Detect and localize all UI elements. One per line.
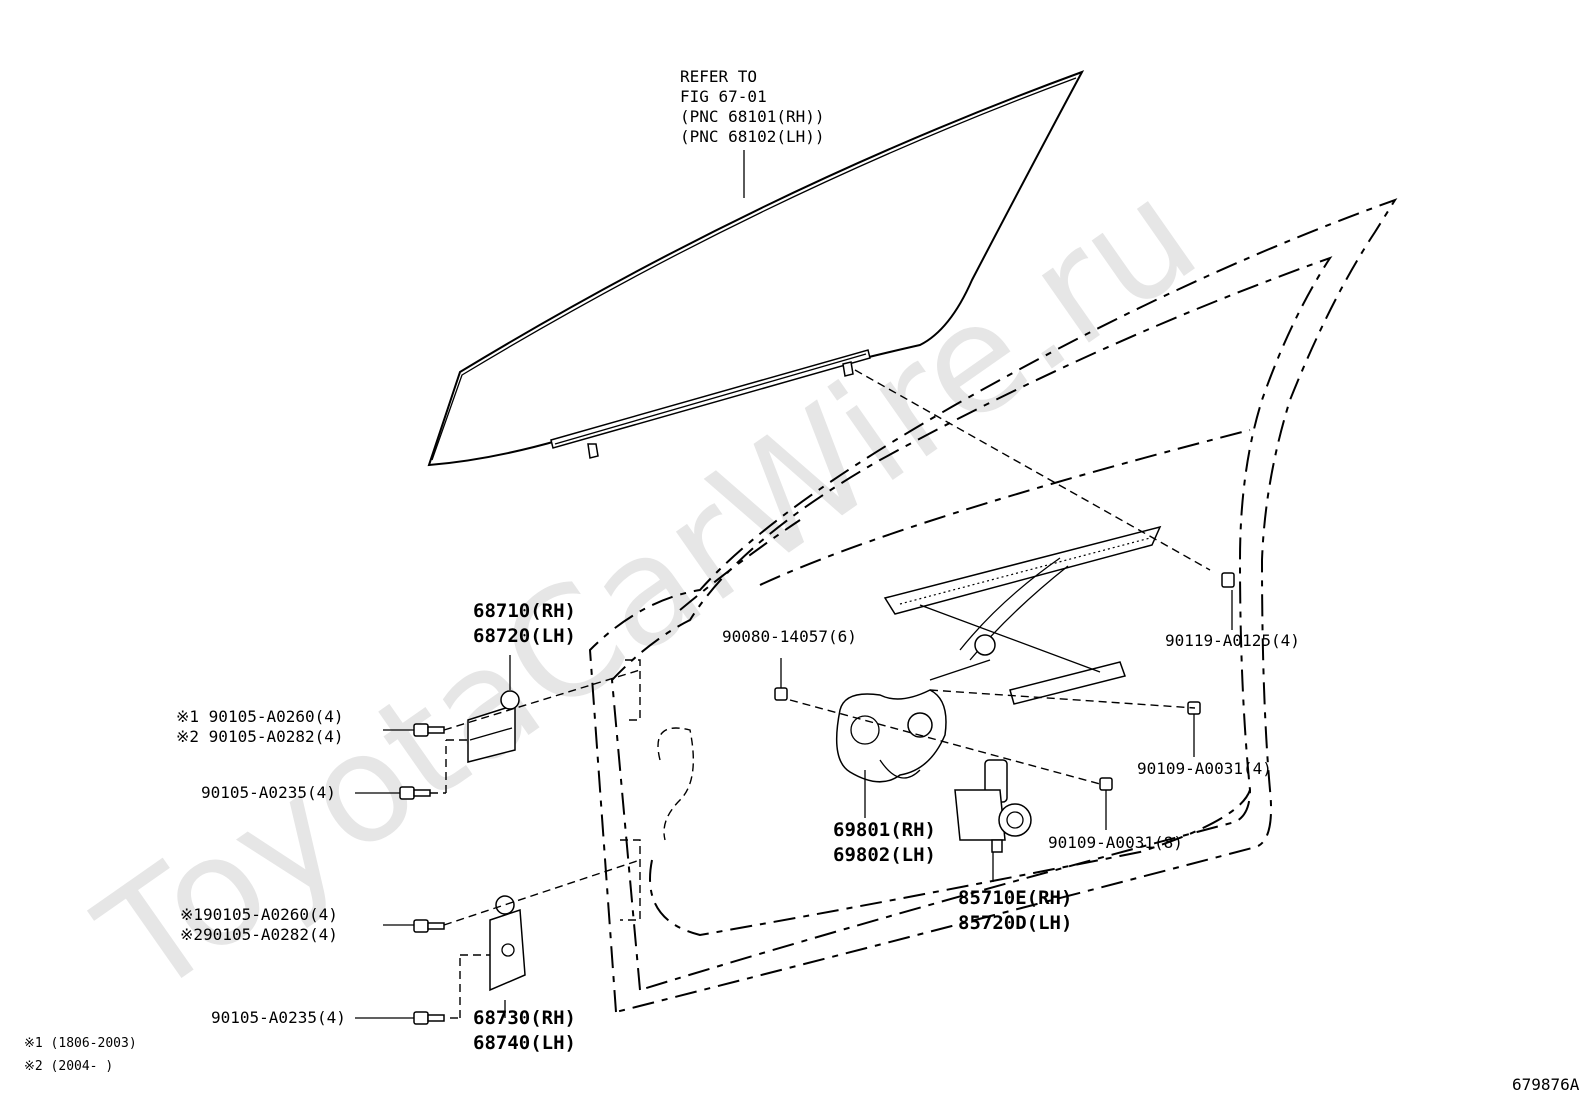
legend-note-2: ※2 (2004- )	[24, 1059, 113, 1074]
glass-note-line-4: (PNC 68102(LH))	[680, 127, 825, 146]
upper-hinge-bolt-b-label: ※2 90105-A0282(4)	[176, 727, 344, 746]
lower-hinge-bolt-b-label: ※290105-A0282(4)	[180, 925, 338, 944]
lower-hinge-bolt-c-label: 90105-A0235(4)	[211, 1008, 346, 1027]
regulator-motor	[954, 759, 1032, 853]
lower-hinge-bolt-a-label: ※190105-A0260(4)	[180, 905, 338, 924]
door-glass	[427, 70, 1085, 467]
glass-bolt-label: 90119-A0125(4)	[1165, 631, 1300, 650]
regulator-label-lh: 69802(LH)	[833, 844, 936, 866]
glass-note-line-1: REFER TO	[680, 67, 757, 86]
regulator-drum	[835, 689, 947, 783]
upper-hinge-label-rh: 68710(RH)	[473, 600, 576, 622]
upper-hinge-label-lh: 68720(LH)	[473, 625, 576, 647]
legend-note-1: ※1 (1806-2003)	[24, 1036, 137, 1051]
regulator-label-rh: 69801(RH)	[833, 819, 936, 841]
lower-hinge-label-lh: 68740(LH)	[473, 1032, 576, 1054]
lower-hinge	[489, 895, 526, 992]
bolts	[399, 572, 1235, 1025]
door-frame	[588, 198, 1398, 1014]
upper-hinge	[467, 690, 520, 763]
motor-label-rh: 85710E(RH)	[958, 887, 1072, 909]
lower-hinge-label-rh: 68730(RH)	[473, 1007, 576, 1029]
glass-note-line-2: FIG 67-01	[680, 87, 767, 106]
regulator-bolt-label: 90080-14057(6)	[722, 627, 857, 646]
leader-lines	[355, 369, 1233, 1019]
glass-note-line-3: (PNC 68101(RH))	[680, 107, 825, 126]
upper-hinge-bolt-a-label: ※1 90105-A0260(4)	[176, 707, 344, 726]
figure-id: 679876A	[1512, 1075, 1580, 1094]
motor-label-lh: 85720D(LH)	[958, 912, 1072, 934]
frame-bolt-label: 90109-A0031(8)	[1048, 833, 1183, 852]
window-regulator	[883, 525, 1162, 705]
upper-hinge-bolt-c-label: 90105-A0235(4)	[201, 783, 336, 802]
glass-note: REFER TO FIG 67-01 (PNC 68101(RH)) (PNC …	[680, 67, 825, 146]
rail-bolt-label: 90109-A0031(4)	[1137, 759, 1272, 778]
